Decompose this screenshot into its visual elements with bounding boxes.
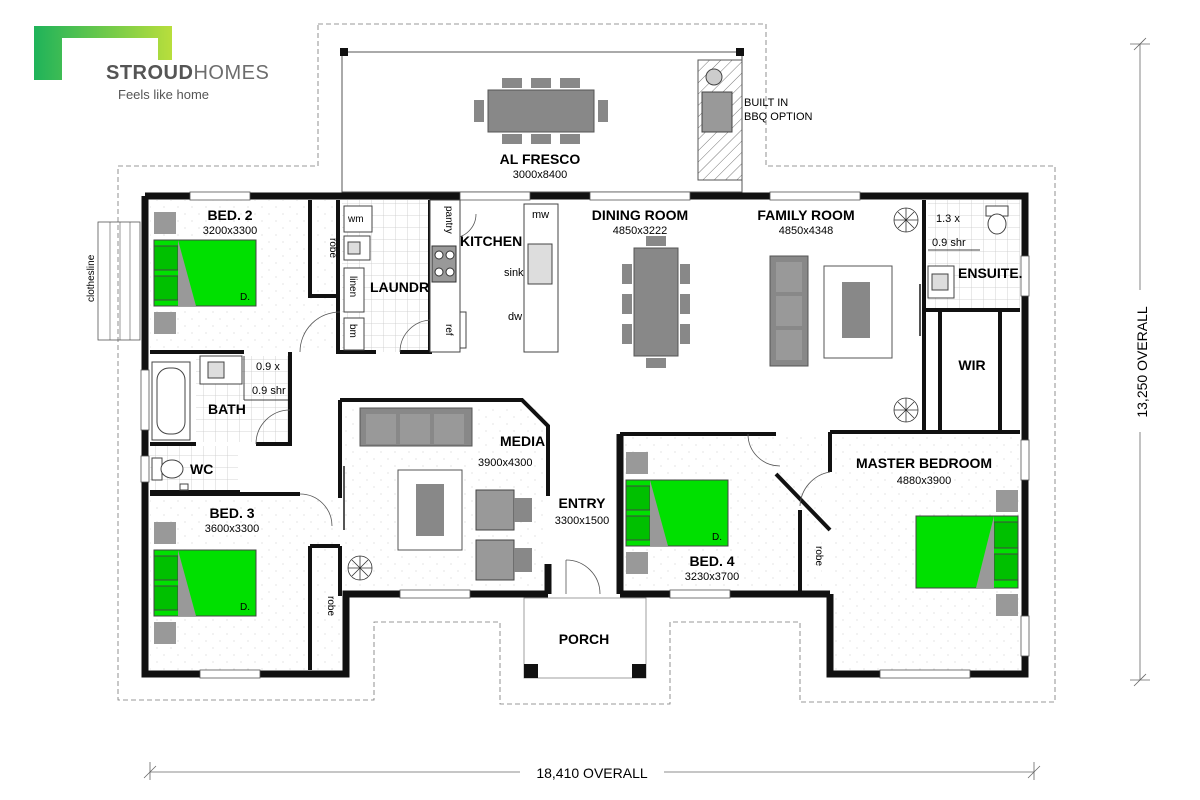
dw-label: dw bbox=[508, 311, 522, 323]
dining-table bbox=[622, 236, 690, 368]
alfresco-dining-table bbox=[474, 78, 608, 144]
wm-label: wm bbox=[347, 214, 364, 225]
laundry-name: LAUNDRY bbox=[370, 279, 439, 295]
bath-name: BATH bbox=[208, 401, 246, 417]
bbq-label-2: BBQ OPTION bbox=[744, 111, 813, 123]
bed2-robe-label: robe bbox=[327, 238, 338, 258]
bed3-bed bbox=[153, 522, 257, 644]
plant-icon bbox=[347, 207, 919, 581]
clothesline bbox=[97, 221, 141, 341]
bed4-name: BED. 4 bbox=[689, 553, 734, 569]
dining-dim: 4850x3222 bbox=[613, 225, 667, 237]
bm-label: bm bbox=[347, 324, 358, 338]
family-dim: 4850x4348 bbox=[779, 225, 833, 237]
bed4-robe-label: robe bbox=[813, 546, 824, 566]
kitchen-name: KITCHEN bbox=[460, 233, 522, 249]
ensuite-name: ENSUITE. bbox=[958, 265, 1023, 281]
family-name: FAMILY ROOM bbox=[757, 207, 854, 223]
master-bed bbox=[915, 490, 1019, 616]
logo-tagline: Feels like home bbox=[118, 87, 210, 102]
ensuite-shower-1: 1.3 x bbox=[936, 213, 960, 225]
ensuite-fixtures bbox=[927, 205, 1009, 299]
bed2-name: BED. 2 bbox=[207, 207, 252, 223]
porch bbox=[523, 597, 647, 679]
sink-label: sink bbox=[504, 267, 524, 279]
bbq-label-1: BUILT IN bbox=[744, 97, 788, 109]
kitchen-benches bbox=[429, 199, 559, 353]
logo-wordmark: STROUDHOMES bbox=[106, 62, 270, 84]
bed4-dim: 3230x3700 bbox=[685, 571, 739, 583]
family-lounge bbox=[769, 255, 921, 367]
bed2-d-mark: D. bbox=[240, 292, 250, 303]
wc-toilet bbox=[151, 457, 189, 491]
bbq-unit bbox=[697, 59, 743, 181]
pantry-label: pantry bbox=[443, 206, 454, 234]
bed3-robe-label: robe bbox=[325, 596, 336, 616]
dining-name: DINING ROOM bbox=[592, 207, 688, 223]
media-dim: 3900x4300 bbox=[478, 457, 532, 469]
bed3-d-mark: D. bbox=[240, 602, 250, 613]
master-name: MASTER BEDROOM bbox=[856, 455, 992, 471]
bed3-name: BED. 3 bbox=[209, 505, 254, 521]
bath-fixtures bbox=[151, 355, 288, 441]
wir-name: WIR bbox=[958, 357, 985, 373]
master-dim: 4880x3900 bbox=[897, 475, 951, 487]
ensuite-shower-2: 0.9 shr bbox=[932, 237, 966, 249]
wc-name: WC bbox=[190, 461, 213, 477]
entry-name: ENTRY bbox=[559, 495, 607, 511]
logo-mark-icon bbox=[34, 26, 172, 80]
bath-shower-1: 0.9 x bbox=[256, 361, 280, 373]
bed2-bed bbox=[153, 212, 257, 334]
bed4-bed bbox=[625, 452, 729, 574]
porch-name: PORCH bbox=[559, 631, 610, 647]
alfresco-dim: 3000x8400 bbox=[513, 169, 567, 181]
media-name: MEDIA bbox=[500, 433, 545, 449]
ref-label: ref bbox=[443, 324, 454, 336]
media-furniture bbox=[343, 407, 532, 581]
linen-label: linen bbox=[347, 276, 358, 297]
alfresco-name: AL FRESCO bbox=[500, 151, 581, 167]
width-dimension: 18,410 OVERALL bbox=[536, 765, 648, 781]
mw-label: mw bbox=[532, 209, 549, 221]
bed4-d-mark: D. bbox=[712, 532, 722, 543]
bed2-dim: 3200x3300 bbox=[203, 225, 257, 237]
stroud-homes-logo: STROUDHOMES Feels like home bbox=[34, 24, 269, 104]
entry-dim: 3300x1500 bbox=[555, 515, 609, 527]
bath-shower-2: 0.9 shr bbox=[252, 385, 286, 397]
depth-dimension: 13,250 OVERALL bbox=[1134, 306, 1150, 418]
eave-outline bbox=[117, 23, 1056, 705]
clothesline-label: clothesline bbox=[86, 254, 97, 302]
bed3-dim: 3600x3300 bbox=[205, 523, 259, 535]
